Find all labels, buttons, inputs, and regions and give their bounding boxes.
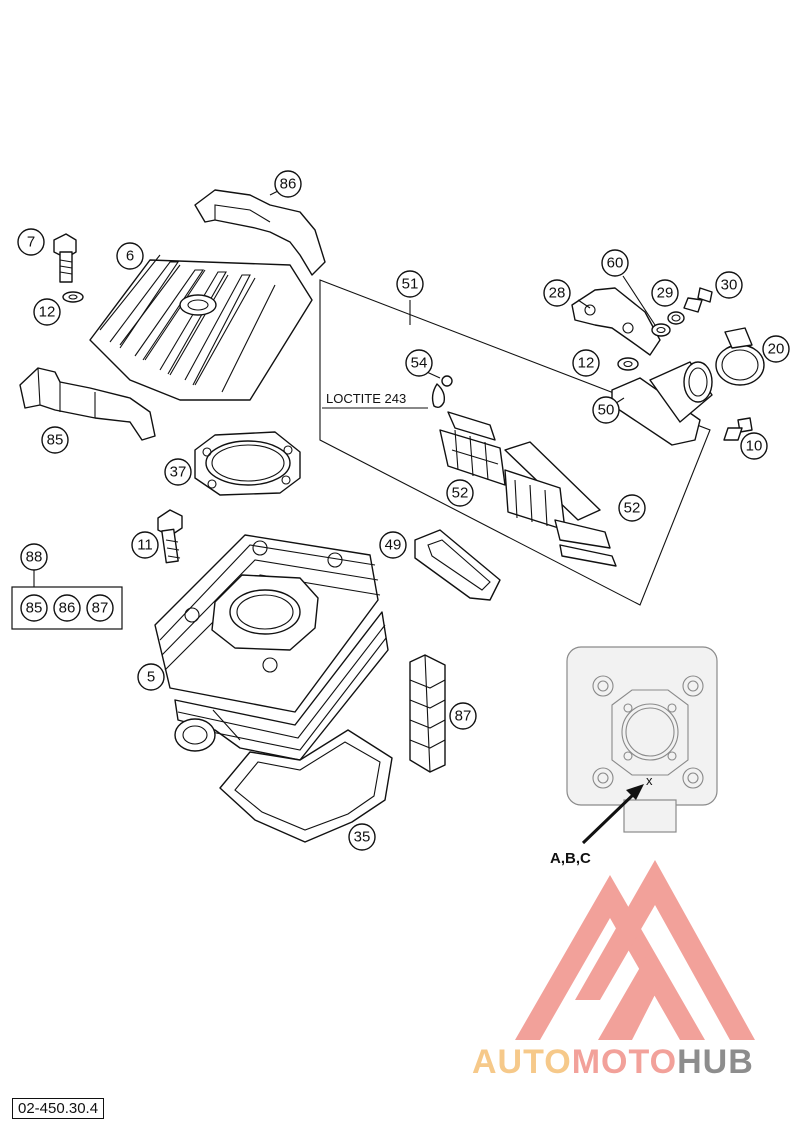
callout-35: 35 — [348, 823, 376, 851]
svg-text:37: 37 — [170, 464, 187, 481]
part-87-insert — [409, 654, 446, 773]
callout-30: 30 — [715, 271, 743, 299]
callout-10: 10 — [740, 432, 768, 460]
part-52-reed-petals-left — [439, 411, 506, 486]
abc-label: A,B,C — [550, 850, 591, 867]
svg-text:10: 10 — [746, 438, 763, 455]
part-7-bolt — [53, 233, 84, 303]
callout-29: 29 — [651, 279, 679, 307]
callout-28: 28 — [543, 279, 571, 307]
part-12-washer-right — [617, 357, 639, 371]
callout-20: 20 — [762, 335, 790, 363]
callout-7: 7 — [17, 228, 45, 256]
svg-text:87: 87 — [92, 600, 109, 617]
svg-text:12: 12 — [578, 355, 595, 372]
callout-88: 88 — [20, 543, 48, 571]
svg-text:6: 6 — [126, 248, 134, 265]
svg-text:87: 87 — [455, 708, 472, 725]
part-30-screw — [683, 287, 713, 313]
callout-52-right: 52 — [618, 494, 646, 522]
callout-54: 54 — [405, 349, 433, 377]
callout-88-86: 86 — [53, 594, 81, 622]
part-60-washer — [622, 275, 671, 337]
callout-50: 50 — [592, 396, 620, 424]
part-29-spacer — [667, 311, 685, 325]
svg-text:30: 30 — [721, 277, 738, 294]
part-52-reed-block — [504, 441, 617, 567]
svg-text:28: 28 — [549, 285, 566, 302]
part-28-bracket — [571, 287, 661, 356]
part-6-cylinder-head — [89, 254, 313, 401]
svg-text:86: 86 — [280, 176, 297, 193]
mark-x-label: x — [646, 773, 653, 788]
svg-text:35: 35 — [354, 829, 371, 846]
callout-88-87: 87 — [86, 594, 114, 622]
part-35-base-gasket — [219, 729, 393, 843]
part-5-cylinder — [154, 534, 389, 761]
mark-arrow — [581, 784, 644, 845]
watermark-logo-mark — [515, 860, 755, 1040]
callout-60: 60 — [601, 249, 629, 277]
callout-51: 51 — [396, 270, 424, 298]
part-49-gasket — [414, 529, 501, 601]
svg-text:50: 50 — [598, 402, 615, 419]
svg-text:60: 60 — [607, 255, 624, 272]
reference-cylinder-top-view — [566, 646, 718, 833]
svg-text:51: 51 — [402, 276, 419, 293]
loctite-label: LOCTITE 243 — [326, 391, 406, 406]
svg-text:85: 85 — [26, 600, 43, 617]
svg-text:5: 5 — [147, 669, 155, 686]
callout-49: 49 — [379, 531, 407, 559]
svg-text:52: 52 — [452, 485, 469, 502]
svg-text:11: 11 — [137, 537, 153, 554]
part-11-bolt — [157, 509, 183, 564]
part-37-head-gasket — [194, 431, 301, 496]
svg-text:85: 85 — [47, 432, 64, 449]
svg-text:29: 29 — [657, 285, 674, 302]
svg-text:20: 20 — [768, 341, 785, 358]
svg-text:49: 49 — [385, 537, 402, 554]
svg-text:52: 52 — [624, 500, 641, 517]
callout-85: 85 — [41, 426, 69, 454]
svg-text:12: 12 — [39, 304, 56, 321]
callout-12-right: 12 — [572, 349, 600, 377]
callout-87: 87 — [449, 702, 477, 730]
callout-37: 37 — [164, 458, 192, 486]
part-20-hose-clamp — [715, 327, 765, 386]
svg-text:86: 86 — [59, 600, 76, 617]
callout-86: 86 — [274, 170, 302, 198]
diagram-part-code: 02-450.30.4 — [12, 1098, 105, 1119]
callout-5: 5 — [137, 663, 165, 691]
callout-52-left: 52 — [446, 479, 474, 507]
svg-text:7: 7 — [27, 234, 35, 251]
part-85-bracket — [19, 367, 156, 441]
part-86-bracket — [194, 189, 326, 276]
reed-valve-group-frame — [319, 279, 711, 606]
part-10-screw — [723, 417, 753, 441]
part-50-intake-flange — [611, 361, 713, 446]
callout-12-left: 12 — [33, 298, 61, 326]
callout-88-85: 85 — [20, 594, 48, 622]
svg-text:54: 54 — [411, 355, 428, 372]
callout-6: 6 — [116, 242, 144, 270]
watermark-wordmark: AUTOMOTOHUB — [472, 1043, 754, 1081]
svg-text:88: 88 — [26, 549, 43, 566]
part-54-screw — [417, 367, 453, 409]
callout-11: 11 — [131, 531, 159, 559]
